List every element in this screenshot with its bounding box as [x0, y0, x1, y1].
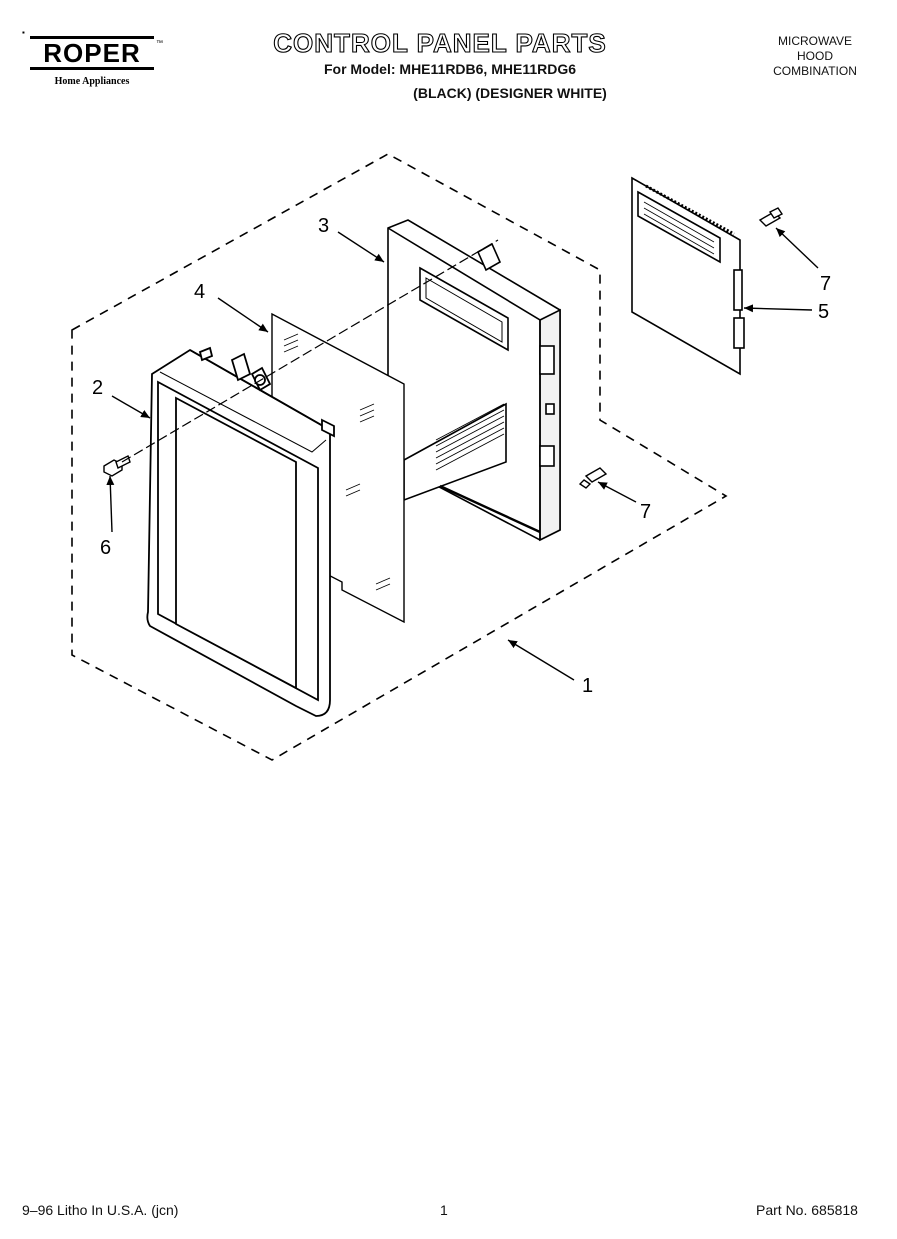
product-type: MICROWAVE HOOD COMBINATION: [740, 34, 890, 79]
model-line: For Model: MHE11RDB6, MHE11RDG6: [323, 61, 577, 77]
callout-7-board: 7: [820, 273, 831, 295]
callout-2: 2: [92, 377, 103, 399]
callout-7-housing: 7: [640, 501, 651, 523]
leader-arrows: [106, 227, 819, 681]
screw-part-7-housing: [578, 467, 608, 489]
page-title: CONTROL PANEL PARTS: [273, 27, 607, 58]
trademark-mark: ™: [156, 40, 163, 47]
screw-part-7-board: [758, 207, 784, 227]
part-circuit-board: [631, 176, 745, 376]
product-type-line: MICROWAVE: [778, 34, 852, 48]
callout-4: 4: [194, 281, 205, 303]
product-type-line: HOOD: [797, 49, 833, 63]
callout-3: 3: [318, 215, 329, 237]
page-number: 1: [440, 1202, 448, 1218]
product-type-line: COMBINATION: [773, 64, 857, 78]
brand-tagline: Home Appliances: [54, 76, 130, 87]
alignment-line: [121, 239, 499, 463]
callout-6: 6: [100, 537, 111, 559]
logo-frame: [30, 36, 154, 70]
print-info: 9–96 Litho In U.S.A. (jcn): [22, 1202, 179, 1218]
part-bezel-frame: [146, 346, 335, 717]
assembly-boundary-dashed: [71, 153, 728, 761]
callout-1: 1: [582, 675, 593, 697]
brand-name: ROPER: [43, 38, 141, 68]
part-number: Part No. 685818: [756, 1202, 858, 1218]
part-control-housing: [387, 219, 561, 542]
callout-5: 5: [818, 301, 829, 323]
color-line: (BLACK) (DESIGNER WHITE): [413, 85, 607, 101]
brand-logo: ▪ ROPER ™ Home Appliances: [22, 28, 163, 87]
